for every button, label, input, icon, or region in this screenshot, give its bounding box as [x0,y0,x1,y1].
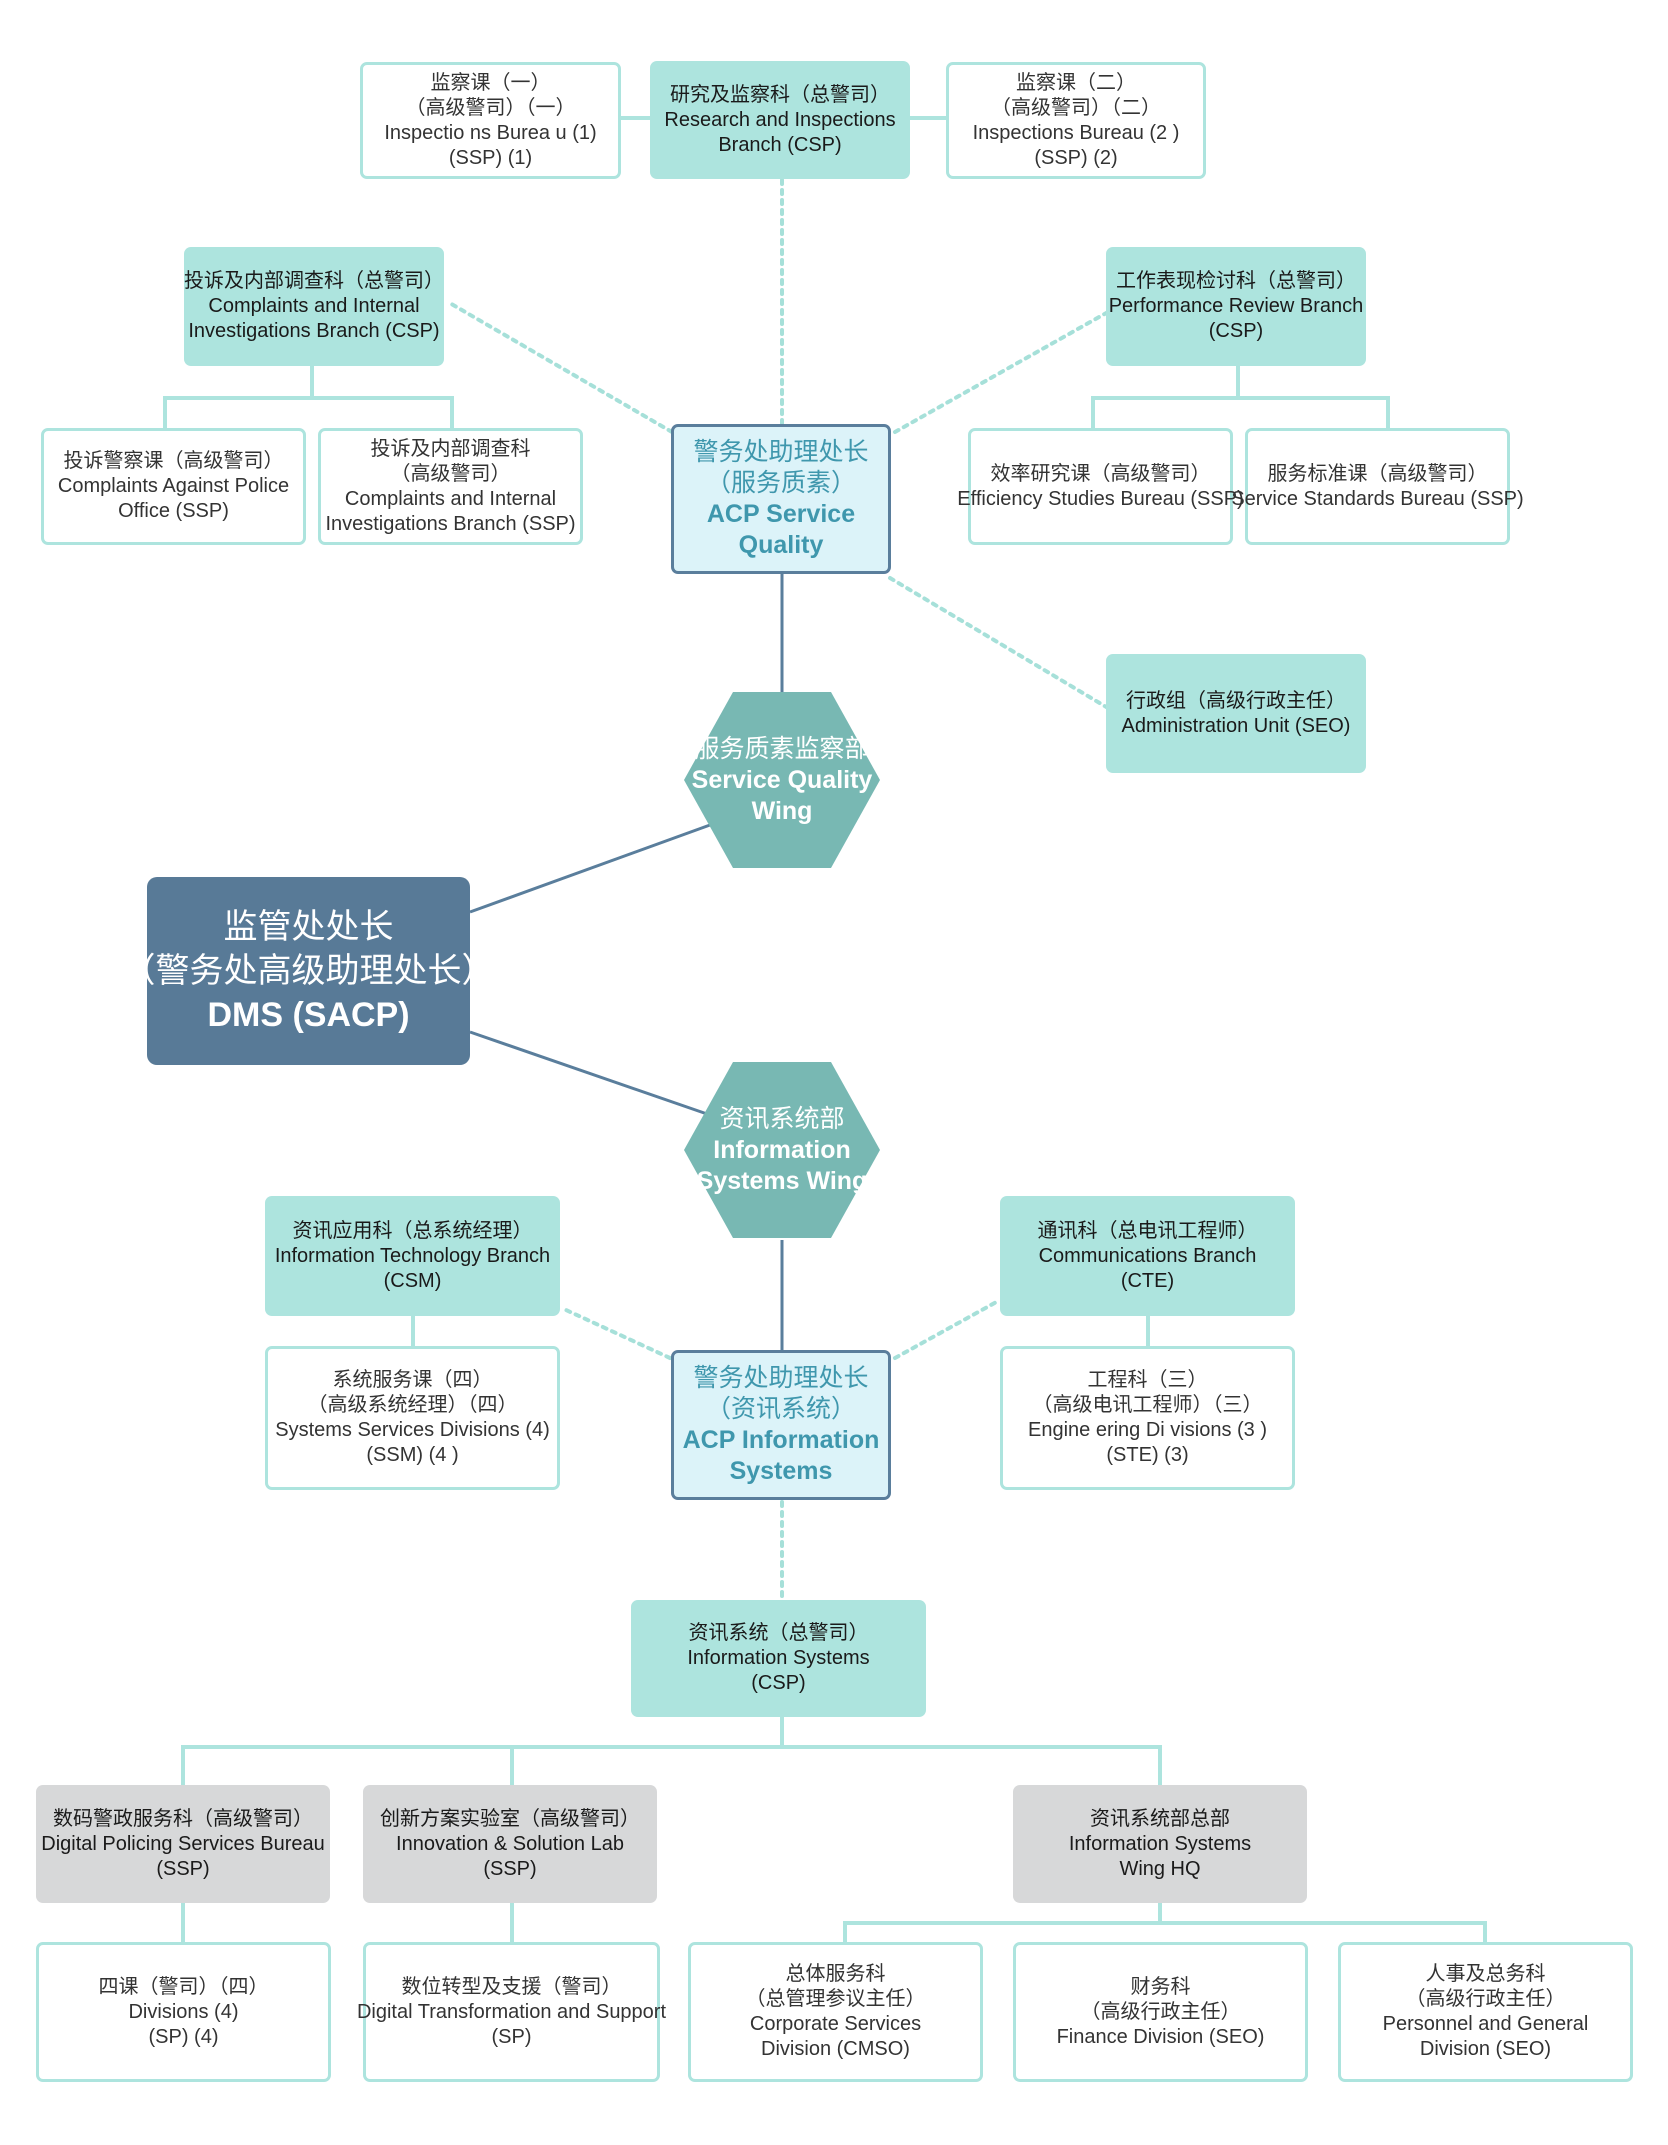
tree-complaints [163,366,314,428]
communications-branch: 通讯科（总电讯工程师） Communications Branch (CTE) [1000,1196,1295,1316]
personnel-general-division: 人事及总务科 （高级行政主任） Personnel and General Di… [1338,1942,1633,2082]
dms-sacp: 监管处处长 （警务处高级助理处长） DMS (SACP) [122,877,496,1065]
link-sqw-dms [469,823,711,914]
acp-service-quality: 警务处助理处长 （服务质素） ACP Service Quality [671,424,891,574]
inspections-bureau-1: 监察课（一） （高级警司）（一） Inspectio ns Burea u (1… [360,62,621,179]
corporate-services-division: 总体服务科 （总管理参议主任） Corporate Services Divis… [688,1942,983,2082]
digital-transformation-support: 数位转型及支援（警司） Digital Transformation and S… [357,1942,666,2082]
engineering-divisions: 工程科（三） （高级电讯工程师）（三） Engine ering Di visi… [1000,1346,1295,1490]
systems-services-divisions: 系统服务课（四） （高级系统经理）（四） Systems Services Di… [265,1346,560,1490]
dot-acpsq-complaints [446,300,674,434]
innovation-solution-lab: 创新方案实验室（高级警司） Innovation & Solution Lab … [363,1785,657,1903]
acp-information-systems: 警务处助理处长 （资讯系统） ACP Information Systems [671,1350,891,1500]
tree-hq [843,1903,1162,1942]
performance-review-branch: 工作表现检讨科（总警司） Performance Review Branch (… [1106,247,1366,366]
tree-performance [1091,366,1240,428]
information-systems-wing-hq: 资讯系统部总部 Information Systems Wing HQ [1013,1785,1307,1903]
finance-division: 财务科 （高级行政主任） Finance Division (SEO) [1013,1942,1308,2082]
information-systems-csp: 资讯系统（总警司） Information Systems (CSP) [631,1600,926,1717]
complaints-investigations-branch: 投诉及内部调查科（总警司） Complaints and Internal In… [184,247,444,366]
dot-acpis-it [564,1308,672,1360]
service-quality-wing: 服务质素监察部 Service Quality Wing [684,692,880,868]
hexagon-shape [684,1062,880,1238]
information-technology-branch: 资讯应用科（总系统经理） Information Technology Bran… [265,1196,560,1316]
complaints-against-police-office: 投诉警察课（高级警司） Complaints Against Police Of… [41,428,306,545]
dot-acpsq-admin [888,576,1110,710]
information-systems-wing: 资讯系统部 Information Systems Wing [684,1062,880,1238]
service-standards-bureau: 服务标准课（高级警司） Service Standards Bureau (SS… [1231,428,1524,545]
link-dms-isw [469,1030,711,1117]
research-inspections-branch: 研究及监察科（总警司） Research and Inspections Bra… [650,61,910,179]
digital-policing-services-bureau: 数码警政服务科（高级警司） Digital Policing Services … [36,1785,330,1903]
divisions-4: 四课（警司）（四） Divisions (4) (SP) (4) [36,1942,331,2082]
complaints-investigations-ssp: 投诉及内部调查科 （高级警司） Complaints and Internal … [318,428,583,545]
hexagon-shape [684,692,880,868]
tree-iscsp [181,1717,784,1785]
inspections-bureau-2: 监察课（二） （高级警司）（二） Inspections Bureau (2 )… [946,62,1206,179]
dot-acpis-comms [893,1298,1002,1360]
efficiency-studies-bureau: 效率研究课（高级警司） Efficiency Studies Bureau (S… [957,428,1244,545]
dot-acpsq-performance [893,310,1110,434]
administration-unit: 行政组（高级行政主任） Administration Unit (SEO) [1106,654,1366,773]
